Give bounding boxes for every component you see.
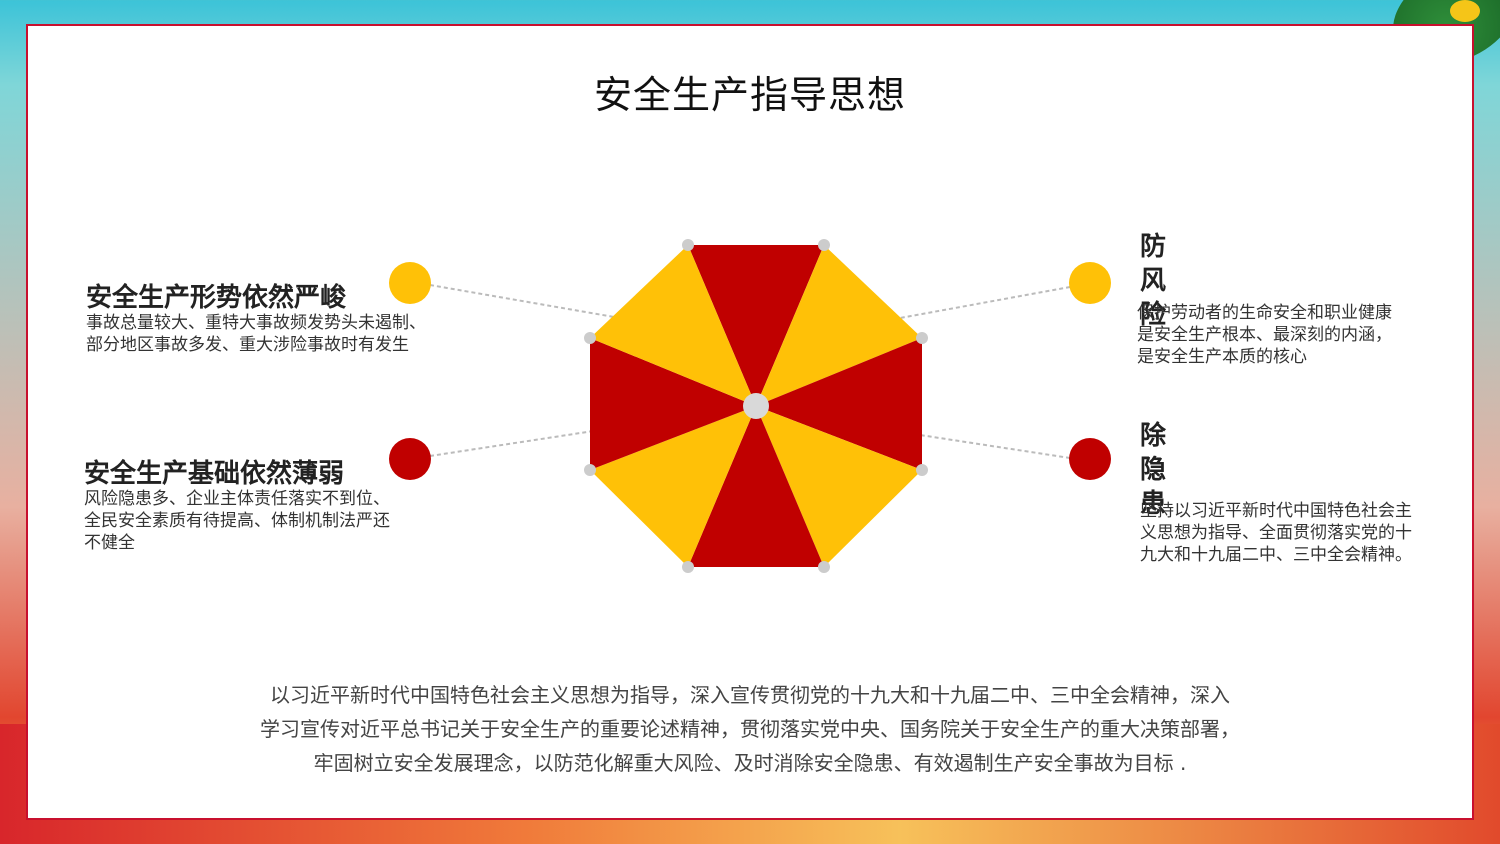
right-bottom-body-line: 坚持以习近平新时代中国特色社会主 <box>1140 501 1412 521</box>
umbrella-segment-bottom-right <box>756 406 922 567</box>
right-bottom-title: 除隐患 <box>1140 421 1167 519</box>
umbrella-tip <box>682 239 694 251</box>
umbrella-tip <box>916 332 928 344</box>
left-top-body-line: 事故总量较大、重特大事故频发势头未遏制、 <box>86 313 426 333</box>
umbrella-segment-bottom <box>688 406 824 567</box>
left-bottom-body-line: 风险隐患多、企业主体责任落实不到位、 <box>84 489 390 509</box>
left-top-body: 事故总量较大、重特大事故频发势头未遏制、 部分地区事故多发、重大涉险事故时有发生 <box>86 312 426 356</box>
umbrella-diagram-icon <box>584 239 928 573</box>
right-top-body-line: 是安全生产根本、最深刻的内涵， <box>1137 325 1392 345</box>
left-bottom-dot <box>389 438 431 480</box>
right-top-dot <box>1069 262 1111 304</box>
umbrella-center <box>743 393 769 419</box>
umbrella-segment-bottom-left <box>590 406 756 567</box>
umbrella-segment-left <box>590 338 756 470</box>
umbrella-tip <box>916 464 928 476</box>
footer-line: 以习近平新时代中国特色社会主义思想为指导，深入宣传贯彻党的十九大和十九届二中、三… <box>270 683 1230 707</box>
left-bottom-body-line: 不健全 <box>84 533 135 553</box>
right-bottom-body-line: 义思想为指导、全面贯彻落实党的十 <box>1140 523 1412 543</box>
left-bottom-title: 安全生产基础依然薄弱 <box>84 459 345 489</box>
left-bottom-body: 风险隐患多、企业主体责任落实不到位、 全民安全素质有待提高、体制机制法严还 不健… <box>84 488 390 554</box>
umbrella-tip <box>584 464 596 476</box>
right-top-body-line: 是安全生产本质的核心 <box>1137 347 1307 367</box>
left-top-body-line: 部分地区事故多发、重大涉险事故时有发生 <box>86 335 409 355</box>
flower-decoration-icon <box>1450 0 1480 22</box>
umbrella-segment-right <box>756 338 922 470</box>
right-bottom-body-line: 九大和十九届二中、三中全会精神。 <box>1140 545 1412 565</box>
right-top-body: 保护劳动者的生命安全和职业健康 是安全生产根本、最深刻的内涵， 是安全生产本质的… <box>1137 302 1392 368</box>
footer-line: 学习宣传对近平总书记关于安全生产的重要论述精神，贯彻落实党中央、国务院关于安全生… <box>260 717 1240 741</box>
umbrella-tip <box>682 561 694 573</box>
right-top-title: 防风险 <box>1140 232 1167 330</box>
right-top-body-line: 保护劳动者的生命安全和职业健康 <box>1137 303 1392 323</box>
footer-line: 牢固树立安全发展理念，以防范化解重大风险、及时消除安全隐患、有效遏制生产安全事故… <box>313 751 1187 775</box>
right-bottom-dot <box>1069 438 1111 480</box>
page-title: 安全生产指导思想 <box>593 73 906 117</box>
left-bottom-body-line: 全民安全素质有待提高、体制机制法严还 <box>84 511 390 531</box>
right-bottom-body: 坚持以习近平新时代中国特色社会主 义思想为指导、全面贯彻落实党的十 九大和十九届… <box>1140 500 1412 566</box>
left-top-dot <box>389 262 431 304</box>
umbrella-segment-top <box>688 245 824 406</box>
umbrella-segment-top-left <box>590 245 756 406</box>
umbrella-segment-top-right <box>756 245 922 406</box>
umbrella-tip <box>818 239 830 251</box>
umbrella-tip <box>818 561 830 573</box>
footer-paragraph: 以习近平新时代中国特色社会主义思想为指导，深入宣传贯彻党的十九大和十九届二中、三… <box>200 678 1300 780</box>
left-top-title: 安全生产形势依然严峻 <box>86 283 347 313</box>
umbrella-tip <box>584 332 596 344</box>
